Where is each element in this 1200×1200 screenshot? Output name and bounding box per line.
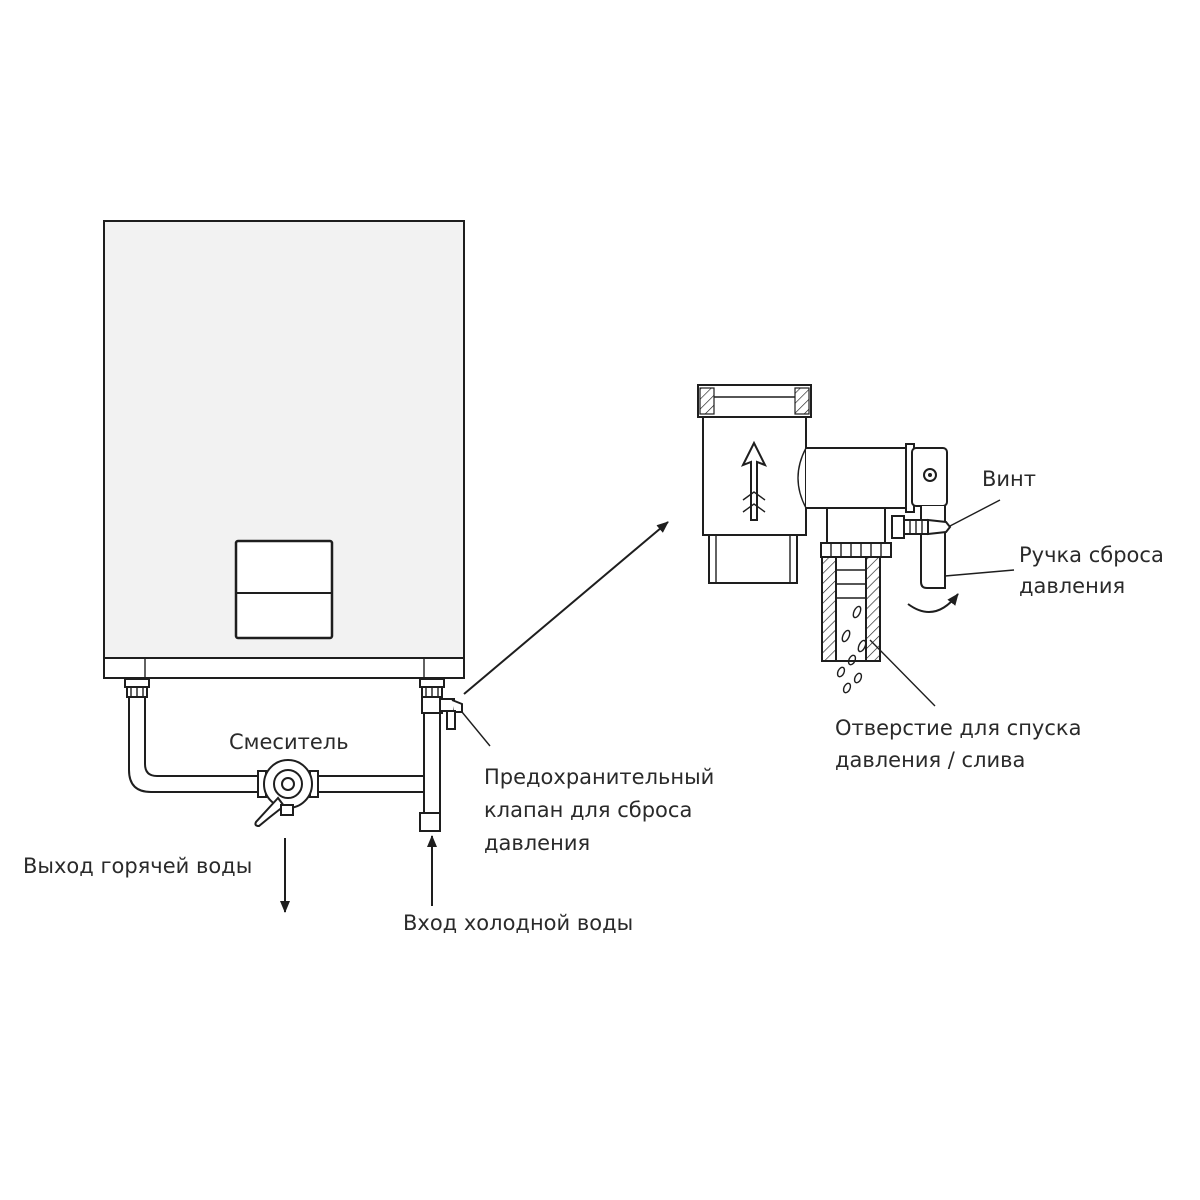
mixer-valve (254, 759, 319, 828)
safety-valve-leader (461, 711, 491, 747)
handle-label-line2: давления (1019, 574, 1125, 598)
mixer-label: Смеситель (229, 730, 349, 754)
hot-water-outlet-label: Выход горячей воды (23, 854, 252, 878)
hot-water-pipe (124, 678, 422, 793)
drain-label-line2: давления / слива (835, 748, 1025, 772)
safety-valve-small (439, 698, 463, 730)
safety-valve-label-line2: клапан для сброса (484, 798, 692, 822)
safety-valve-detail (697, 384, 952, 662)
screw-leader (949, 499, 1001, 527)
flow-direction-arrow (740, 440, 768, 521)
handle-label-line1: Ручка сброса (1019, 543, 1164, 567)
drain-leader (869, 639, 936, 707)
detail-pointer-arrow (463, 521, 669, 695)
screw-label: Винт (982, 467, 1036, 491)
safety-valve-label-line3: давления (484, 831, 590, 855)
control-panel (234, 539, 334, 640)
rotation-arrow (907, 593, 959, 613)
cold-water-inlet-label: Вход холодной воды (403, 911, 633, 935)
handle-leader (944, 569, 1015, 577)
cold-water-pipe (419, 678, 445, 832)
drain-label-line1: Отверстие для спуска (835, 716, 1081, 740)
water-droplets (836, 605, 867, 694)
safety-valve-label-line1: Предохранительный (484, 765, 714, 789)
